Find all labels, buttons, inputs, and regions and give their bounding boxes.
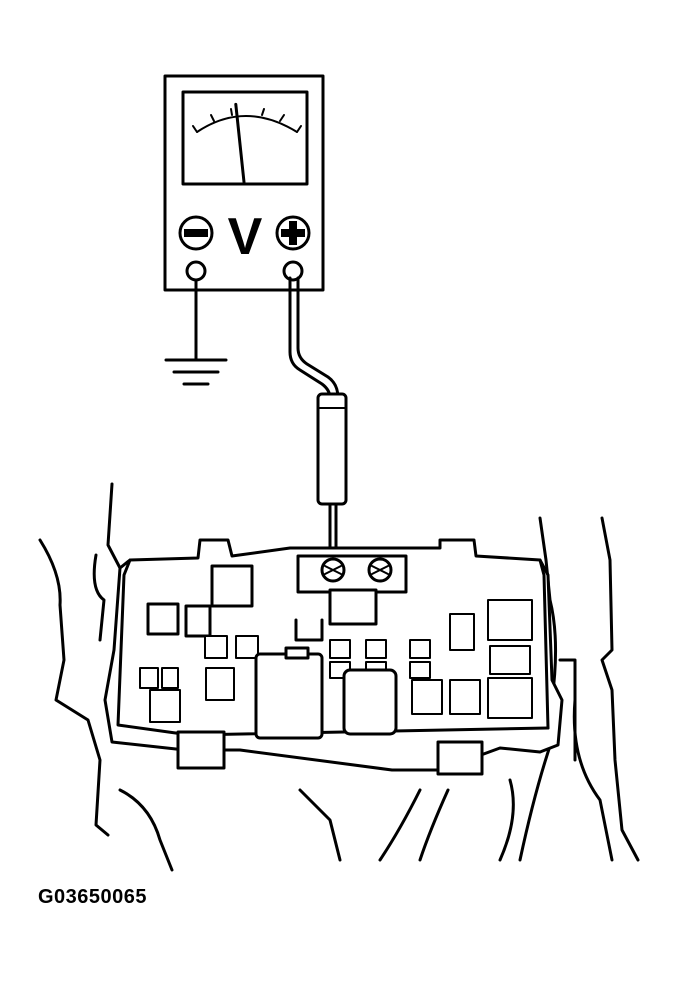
fuse-box (103, 538, 564, 776)
relay-large-left (254, 652, 324, 740)
relay-large-right (342, 668, 398, 736)
terminal-bolt-left (320, 557, 346, 583)
plus-icon (275, 215, 311, 251)
voltmeter-needle (234, 102, 246, 184)
voltmeter: V (163, 74, 325, 292)
relay (210, 564, 254, 608)
fuse-slots (139, 599, 533, 723)
test-probe (316, 392, 348, 562)
positive-test-lead (288, 276, 340, 400)
voltmeter-unit-letter: V (228, 208, 263, 266)
fuse-box-clip-right (436, 740, 484, 776)
voltmeter-scale-arc (196, 115, 298, 133)
ground-icon (164, 278, 228, 386)
voltmeter-scale-ticks (192, 108, 302, 133)
figure-code: G03650065 (38, 886, 148, 908)
positive-jack (282, 260, 304, 282)
terminal-bolt-right (367, 557, 393, 583)
voltmeter-display (181, 90, 309, 186)
minus-icon (178, 215, 214, 251)
fuse-box-clip-left (176, 730, 226, 770)
negative-jack (185, 260, 207, 282)
